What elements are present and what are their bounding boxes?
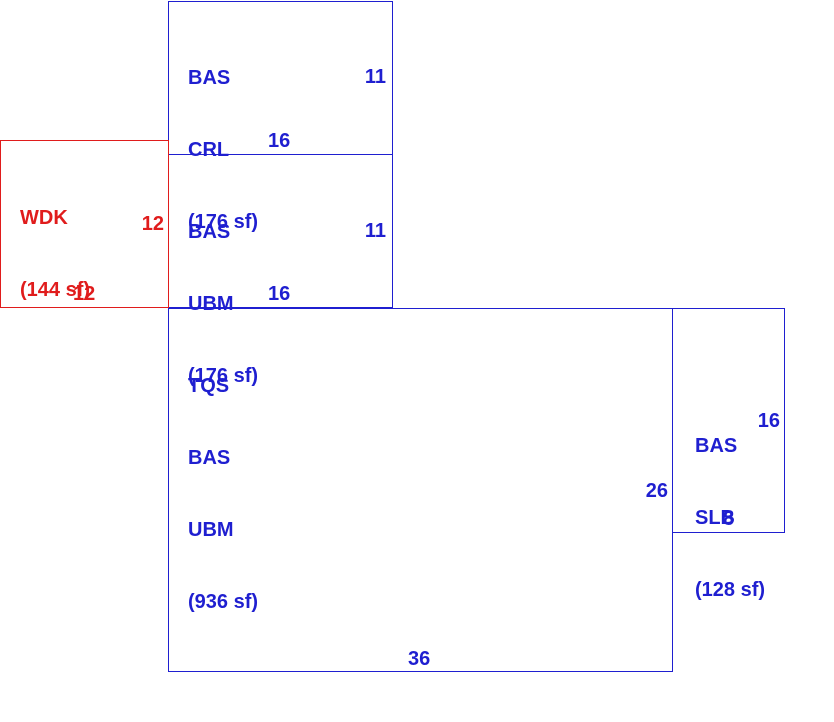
bottom-dimension: 8 [723,508,735,530]
area-code: BAS [188,447,231,469]
area-bas-crl: BAS CRL (176 sf) 11 16 [168,1,393,233]
area-bas-slb: BAS SLB (128 sf) 16 8 [672,308,785,601]
area-size: (176 sf) [188,211,259,233]
bottom-dimension: 36 [408,648,431,670]
area-size: (144 sf) [20,279,91,301]
side-dimension: 12 [141,213,164,235]
bottom-dimension: 16 [268,283,291,305]
bottom-dimension: 12 [73,283,96,305]
area-code: UBM [188,519,234,541]
area-label: BAS UBM (176 sf) [188,172,258,436]
area-label: TQS BAS UBM (936 sf) [188,326,258,662]
area-code: BAS [695,435,738,457]
area-code: WDK [20,207,68,229]
area-code: TQS [188,375,230,397]
area-code: CRL [188,139,230,161]
area-wdk: WDK (144 sf) 12 12 [0,140,169,308]
area-label: BAS SLB (128 sf) [695,386,765,650]
side-dimension: 26 [645,480,668,502]
side-dimension: 11 [364,220,386,242]
area-code: BAS [188,67,231,89]
area-tqs-bas-ubm: TQS BAS UBM (936 sf) 26 36 [168,308,673,672]
area-code: SLB [695,507,735,529]
area-label: WDK (144 sf) [20,158,90,350]
bottom-dimension: 16 [268,130,291,152]
area-size: (936 sf) [188,591,259,613]
area-code: UBM [188,293,234,315]
side-dimension: 11 [364,66,386,88]
area-size: (128 sf) [695,579,766,601]
area-bas-ubm-upper: BAS UBM (176 sf) 11 16 [168,154,393,387]
area-label: BAS CRL (176 sf) [188,18,258,282]
side-dimension: 16 [757,410,780,432]
area-code: BAS [188,221,231,243]
area-size: (176 sf) [188,365,259,387]
